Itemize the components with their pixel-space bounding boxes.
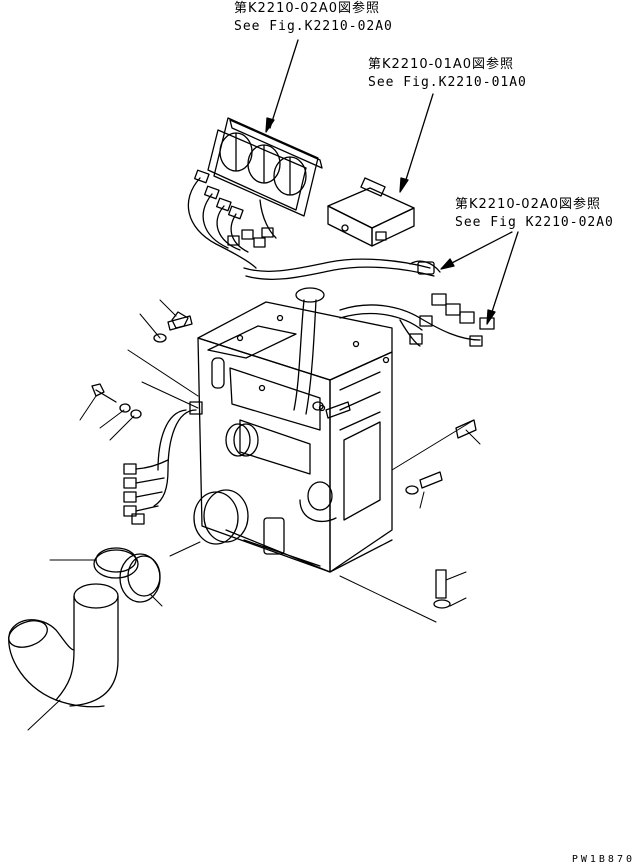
- controller-box: [327, 177, 415, 247]
- blower-port: [193, 423, 337, 545]
- part-leaders: [27, 299, 481, 731]
- drawing-id: PW1B870: [571, 854, 635, 865]
- callout-right-jp: 第K2210-02A0図参照: [455, 197, 602, 212]
- right-connectors: [339, 260, 495, 347]
- monitor-panel: [207, 117, 323, 217]
- callout-right-en: See Fig K2210-02A0: [455, 215, 614, 230]
- main-chassis: [197, 301, 393, 573]
- callout-top: 第K2210-02A0図参照 See Fig.K2210-02A0: [234, 0, 393, 36]
- left-harness: [123, 401, 203, 525]
- callout-mid-en: See Fig.K2210-01A0: [368, 75, 527, 90]
- vertical-harness: [293, 287, 325, 415]
- callout-mid: 第K2210-01A0図参照 See Fig.K2210-01A0: [368, 56, 527, 92]
- callout-top-en: See Fig.K2210-02A0: [234, 19, 393, 34]
- monitor-harness: [187, 169, 435, 281]
- hose-clamps: [93, 547, 161, 603]
- callout-right: 第K2210-02A0図参照 See Fig K2210-02A0: [455, 196, 614, 232]
- callout-mid-jp: 第K2210-01A0図参照: [368, 57, 515, 72]
- elbow-duct: [8, 583, 119, 708]
- bolts-washers: [91, 311, 477, 609]
- callout-top-jp: 第K2210-02A0図参照: [234, 1, 381, 16]
- leader-lines: [265, 39, 519, 325]
